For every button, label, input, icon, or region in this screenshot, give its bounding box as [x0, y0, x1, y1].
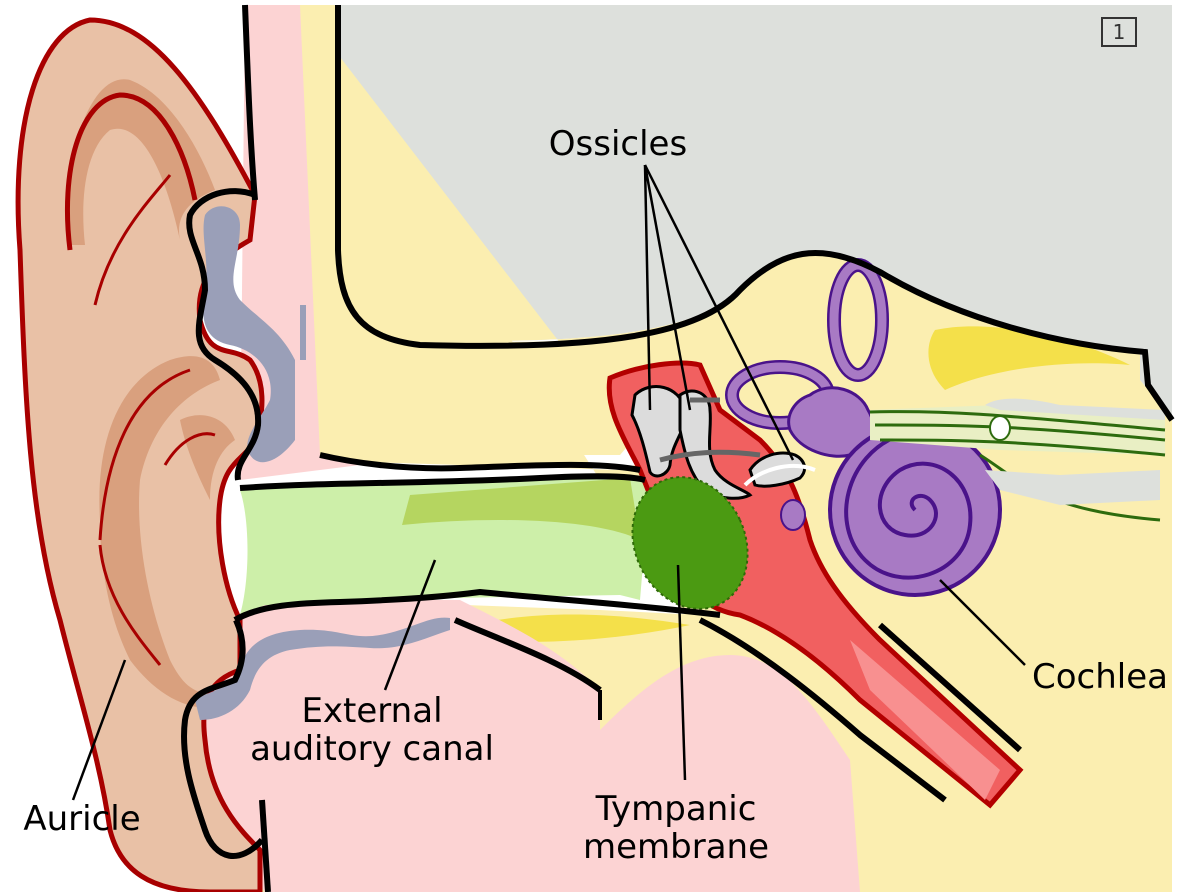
head-skin-cartilage [300, 305, 306, 360]
round-window [781, 500, 805, 530]
label-tympanic-line1: Tympanic [595, 789, 757, 829]
label-ossicles: Ossicles [549, 124, 687, 164]
label-tympanic-line2: membrane [583, 827, 769, 867]
label-external-canal-line1: External [301, 691, 442, 731]
label-external-canal-line2: auditory canal [250, 729, 494, 769]
nerve-ganglion [990, 416, 1010, 440]
figure-number-text: 1 [1113, 20, 1126, 44]
label-cochlea: Cochlea [1032, 657, 1168, 697]
label-auricle: Auricle [23, 799, 140, 839]
